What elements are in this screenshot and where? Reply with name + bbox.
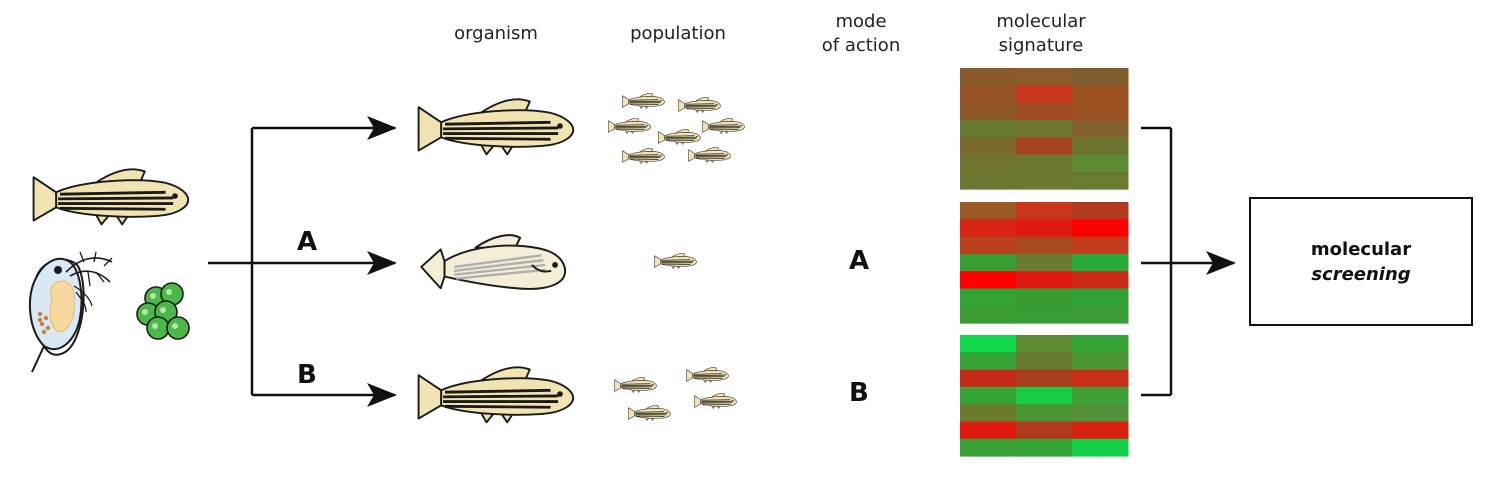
heatmap-cell: [1016, 305, 1073, 324]
header-molecular-signature: molecular signature: [976, 10, 1106, 58]
heatmap-cell: [960, 236, 1017, 255]
screening-box-line1: molecular: [1310, 238, 1412, 260]
heatmap-cell: [1072, 171, 1129, 190]
heatmap-cell: [1016, 137, 1073, 155]
population-b: [614, 367, 737, 421]
branch-label-a: A: [297, 227, 318, 257]
heatmap-cell: [960, 68, 1017, 86]
heatmap-cell: [960, 137, 1017, 155]
heatmap-cell: [1072, 119, 1129, 138]
heatmap-cell: [960, 154, 1017, 173]
heatmap-cell: [1016, 369, 1073, 388]
heatmap-cell: [960, 438, 1017, 457]
heatmap-cell: [960, 171, 1017, 190]
heatmap-cell: [1016, 154, 1073, 173]
screening-box-line2: screening: [1311, 263, 1411, 285]
heatmap-cell: [1016, 438, 1073, 457]
heatmap-cell: [960, 119, 1017, 138]
heatmap-cell: [960, 202, 1017, 220]
population-a: [654, 253, 697, 269]
heatmap-cell: [960, 85, 1017, 104]
header-organism: organism: [454, 23, 538, 44]
heatmap-cell: [1016, 253, 1073, 272]
mode-label-b: B: [849, 378, 869, 408]
daphnia-icon: [28, 251, 113, 373]
heatmap-cell: [1072, 202, 1129, 220]
heatmap-cell: [1072, 137, 1129, 155]
heatmap-cell: [960, 102, 1017, 121]
organism-b-zebrafish-icon: [417, 365, 575, 424]
heatmap-cell: [960, 386, 1017, 405]
heatmap-cell: [1016, 404, 1073, 422]
heatmap-cell: [960, 404, 1017, 422]
merge-bracket: [1141, 126, 1236, 397]
heatmap-cell: [1072, 288, 1129, 307]
branch-connector: [208, 116, 397, 407]
mode-label-a: A: [849, 246, 870, 276]
heatmap-cell: [1072, 85, 1129, 104]
heatmap-cell: [960, 305, 1017, 324]
source-zebrafish-icon: [32, 167, 190, 226]
heatmap-cell: [1072, 219, 1129, 238]
heatmap-cell: [1016, 386, 1073, 405]
heatmap-cell: [960, 253, 1017, 272]
heatmap-b: [960, 335, 1129, 457]
header-population: population: [630, 23, 726, 44]
heatmap-cell: [960, 271, 1017, 289]
heatmap-cell: [1016, 102, 1073, 121]
heatmap-cell: [1072, 305, 1129, 324]
header-signature-line1: molecular: [996, 11, 1086, 32]
heatmap-cell: [1072, 386, 1129, 405]
heatmap-cell: [960, 288, 1017, 307]
heatmap-cell: [1016, 68, 1073, 86]
heatmap-cell: [1072, 236, 1129, 255]
heatmap-cell: [1016, 171, 1073, 190]
heatmap-cell: [960, 219, 1017, 238]
heatmap-cell: [960, 369, 1017, 388]
heatmap-cell: [1016, 271, 1073, 289]
algae-cluster-icon: [136, 282, 190, 340]
heatmap-control: [960, 68, 1129, 190]
heatmap-a: [960, 202, 1129, 324]
header-signature-line2: signature: [998, 35, 1084, 56]
heatmap-cell: [1016, 236, 1073, 255]
heatmap-cell: [1016, 352, 1073, 371]
heatmap-cell: [1072, 335, 1129, 353]
heatmap-cell: [1016, 85, 1073, 104]
heatmap-cell: [1016, 202, 1073, 220]
heatmap-cell: [1072, 438, 1129, 457]
heatmap-cell: [1072, 352, 1129, 371]
population-control: [608, 93, 745, 164]
heatmap-cell: [1072, 369, 1129, 388]
heatmap-cell: [1016, 421, 1073, 440]
heatmap-cell: [960, 421, 1017, 440]
heatmap-cell: [960, 352, 1017, 371]
organism-control-zebrafish-icon: [417, 97, 575, 156]
heatmap-cell: [1016, 119, 1073, 138]
molecular-signature-heatmaps: [960, 68, 1129, 457]
heatmap-cell: [1072, 102, 1129, 121]
branch-label-b: B: [297, 360, 317, 390]
heatmap-cell: [1072, 404, 1129, 422]
heatmap-cell: [1072, 154, 1129, 173]
heatmap-cell: [1016, 288, 1073, 307]
heatmap-cell: [1072, 421, 1129, 440]
heatmap-cell: [960, 335, 1017, 353]
molecular-screening-box: molecular screening: [1249, 197, 1473, 326]
organism-a-pale-fish-icon: [419, 233, 567, 291]
header-mode-of-action: mode of action: [808, 10, 914, 58]
heatmap-cell: [1072, 68, 1129, 86]
header-mode-line2: of action: [821, 35, 901, 56]
heatmap-cell: [1016, 219, 1073, 238]
heatmap-cell: [1072, 271, 1129, 289]
heatmap-cell: [1016, 335, 1073, 353]
heatmap-cell: [1072, 253, 1129, 272]
header-mode-line1: mode: [835, 11, 887, 32]
